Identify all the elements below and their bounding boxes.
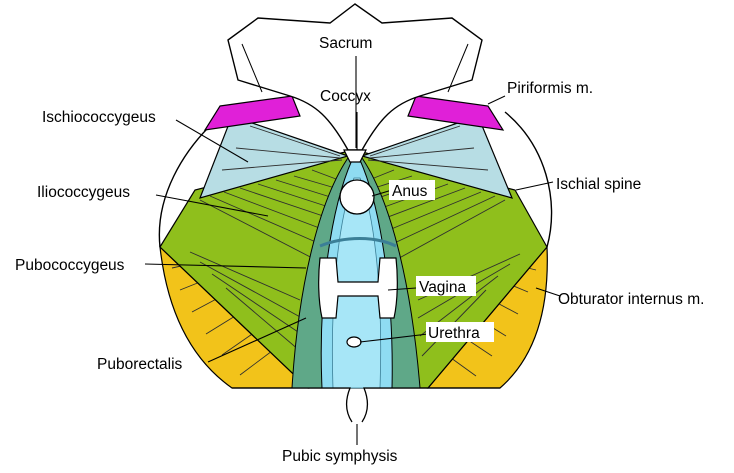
piriformis-right: [407, 95, 505, 131]
label-pubic-symphysis: Pubic symphysis: [282, 448, 398, 465]
pubic-symphysis-outline: [232, 387, 500, 423]
label-ischial-spine: Ischial spine: [556, 176, 641, 193]
coccyx: [343, 149, 367, 163]
urethra: [346, 336, 362, 348]
ischiococcygeus-right: [359, 115, 514, 199]
urethra-label-bg: [426, 322, 494, 342]
ischiococcygeus-left: [199, 115, 351, 199]
label-sacrum: Sacrum: [319, 35, 372, 52]
ischiococcygeus-fibers: [221, 125, 489, 171]
label-vagina: Vagina: [419, 279, 466, 296]
label-coccyx: Coccyx: [320, 88, 371, 105]
vagina: [318, 257, 398, 319]
leader-lines: [144, 56, 561, 445]
label-obturator-internus: Obturator internus m.: [558, 291, 704, 308]
label-anus: Anus: [392, 183, 428, 200]
anus: [339, 179, 375, 215]
label-piriformis: Piriformis m.: [507, 80, 593, 97]
label-ischiococcygeus: Ischiococcygeus: [42, 109, 156, 126]
sacrum: [227, 3, 483, 151]
piriformis-left: [203, 95, 301, 131]
label-iliococcygeus: Iliococcygeus: [37, 184, 130, 201]
label-pubococcygeus: Pubococcygeus: [15, 257, 125, 274]
label-puborectalis: Puborectalis: [97, 356, 183, 373]
sacrum-ala-lines: [241, 43, 469, 93]
hiatus-arc: [319, 237, 397, 248]
vagina-label-bg: [416, 276, 476, 296]
anus-label-bg: [389, 180, 435, 200]
label-urethra: Urethra: [428, 325, 480, 342]
